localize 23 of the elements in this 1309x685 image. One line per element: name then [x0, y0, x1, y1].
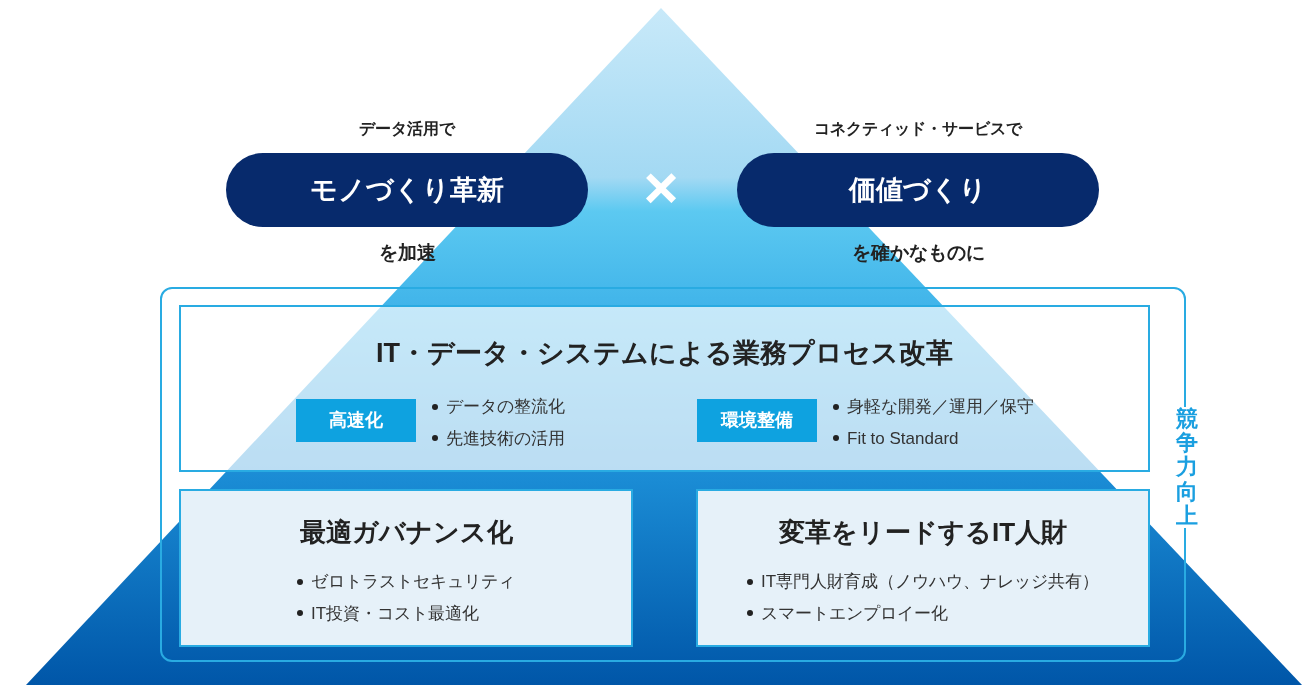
- bullet-text: ゼロトラストセキュリティ: [311, 571, 515, 593]
- caption-text: コネクティッド・サービスで: [813, 119, 1024, 139]
- category-tag: 環境整備: [697, 399, 817, 442]
- bullet-text: 身軽な開発／運用／保守: [847, 396, 1034, 418]
- bullet-text: Fit to Standard: [847, 427, 959, 450]
- cross-mark: ×: [642, 158, 680, 218]
- pill-text: 価値づくり: [849, 173, 987, 207]
- card-title: 変革をリードするIT人財: [777, 516, 1069, 549]
- card-title: 最適ガバナンス化: [298, 516, 514, 549]
- caption-text: を確かなものに: [850, 241, 986, 265]
- initiative-card: [179, 489, 633, 647]
- category-tag: 高速化: [296, 399, 416, 442]
- caption-text: データ活用で: [358, 119, 457, 139]
- bullet-text: データの整流化: [446, 396, 565, 418]
- bullet-text: IT投資・コスト最適化: [311, 602, 480, 625]
- vertical-label: 競争力向上: [1173, 407, 1201, 528]
- bullet-text: スマートエンプロイー化: [760, 602, 948, 625]
- process-panel: [179, 305, 1150, 472]
- bullet-text: 先進技術の活用: [446, 427, 565, 450]
- panel-title: IT・データ・システムによる業務プロセス改革: [375, 337, 954, 370]
- initiative-card: [696, 489, 1150, 647]
- pill-text: モノづくり革新: [310, 173, 504, 207]
- bullet-text: IT専門人財育成（ノウハウ、ナレッジ共有）: [760, 571, 1100, 593]
